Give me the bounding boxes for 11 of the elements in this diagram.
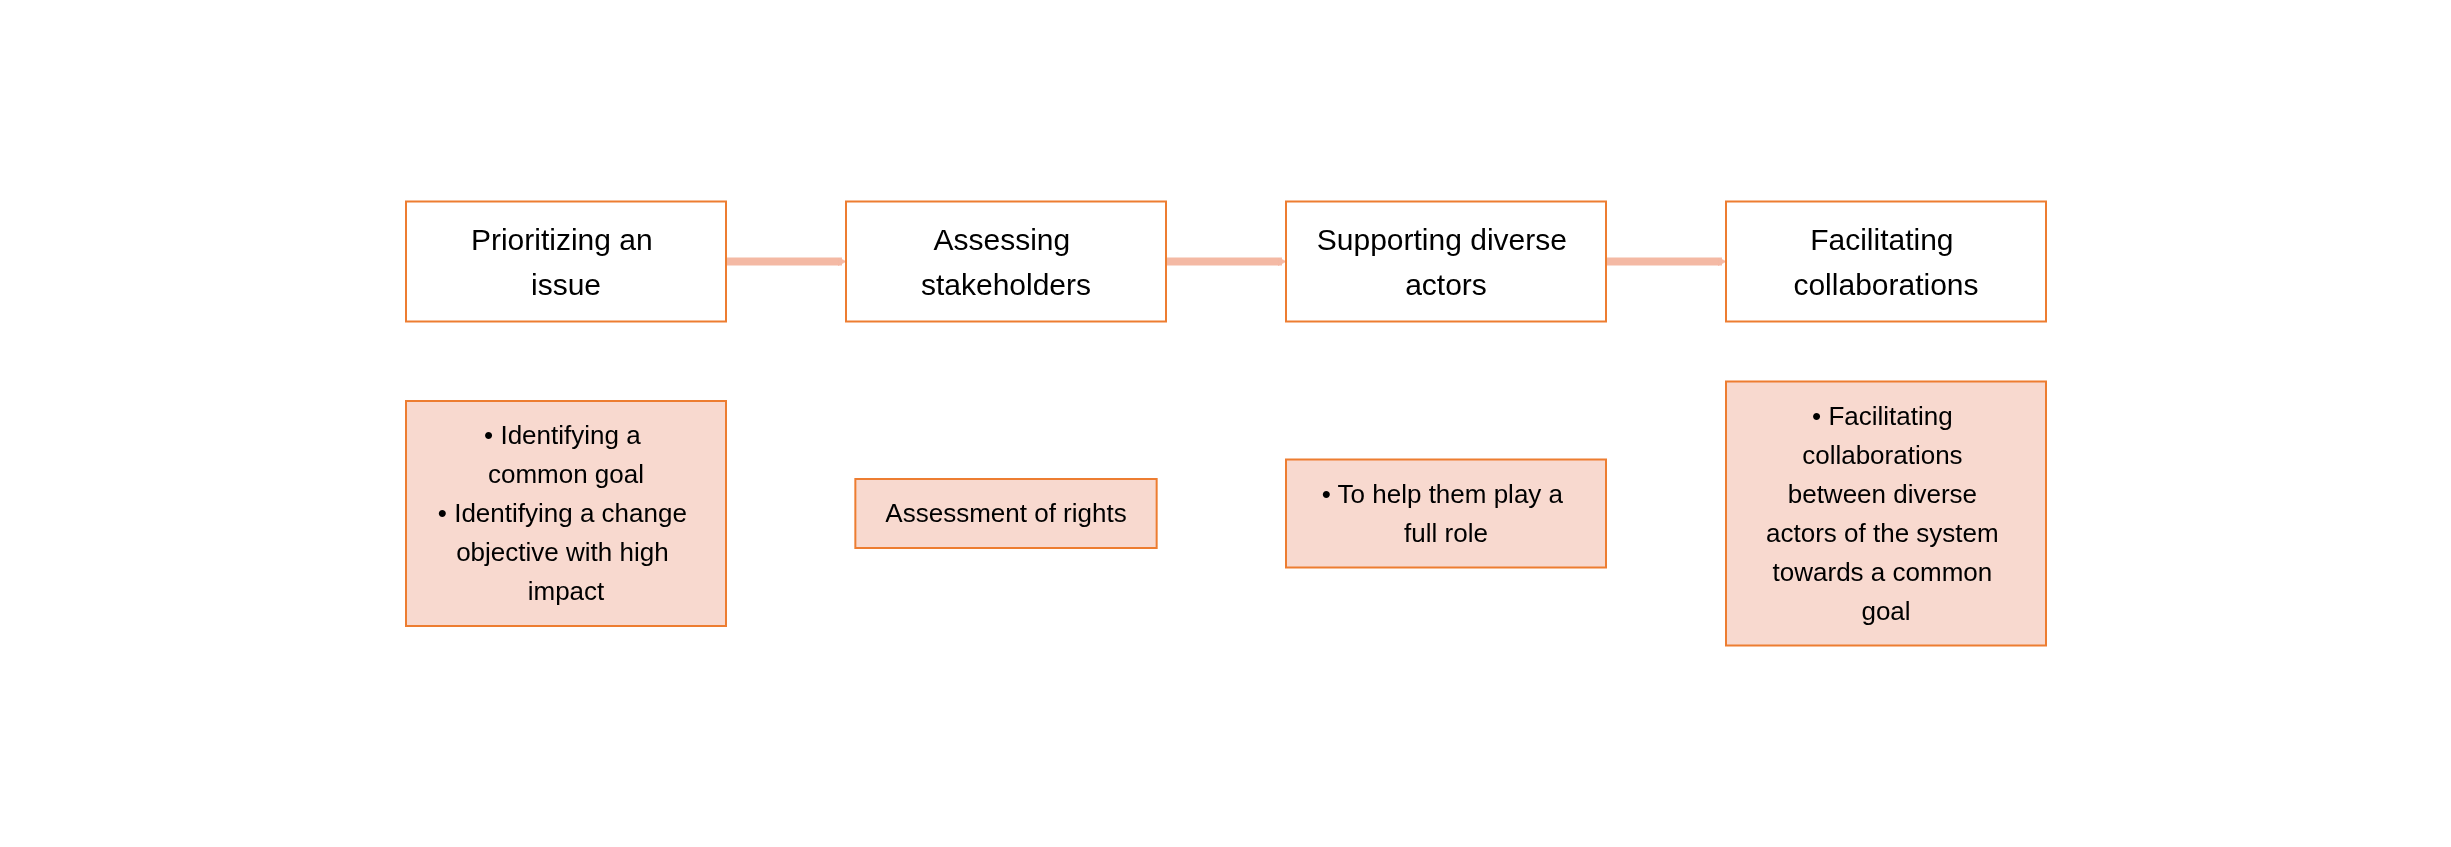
node-box: • Identifying a common goal • Identifying a change objective with high impact (404, 400, 727, 627)
node-box: Assessment of rights (853, 478, 1158, 549)
node-box: Supporting diverse actors (1284, 200, 1607, 323)
node-box: • To help them play a full role (1284, 458, 1607, 569)
node-box: Assessing stakeholders (844, 200, 1167, 323)
node-box: Prioritizing an issue (404, 200, 727, 323)
node-box: • Facilitating collaborations between diverse actors of the system towards a common goal (1724, 380, 2047, 647)
arrow (1165, 257, 1286, 266)
node-box: Facilitating collaborations (1724, 200, 2047, 323)
arrow (725, 257, 846, 266)
arrow (1605, 257, 1726, 266)
